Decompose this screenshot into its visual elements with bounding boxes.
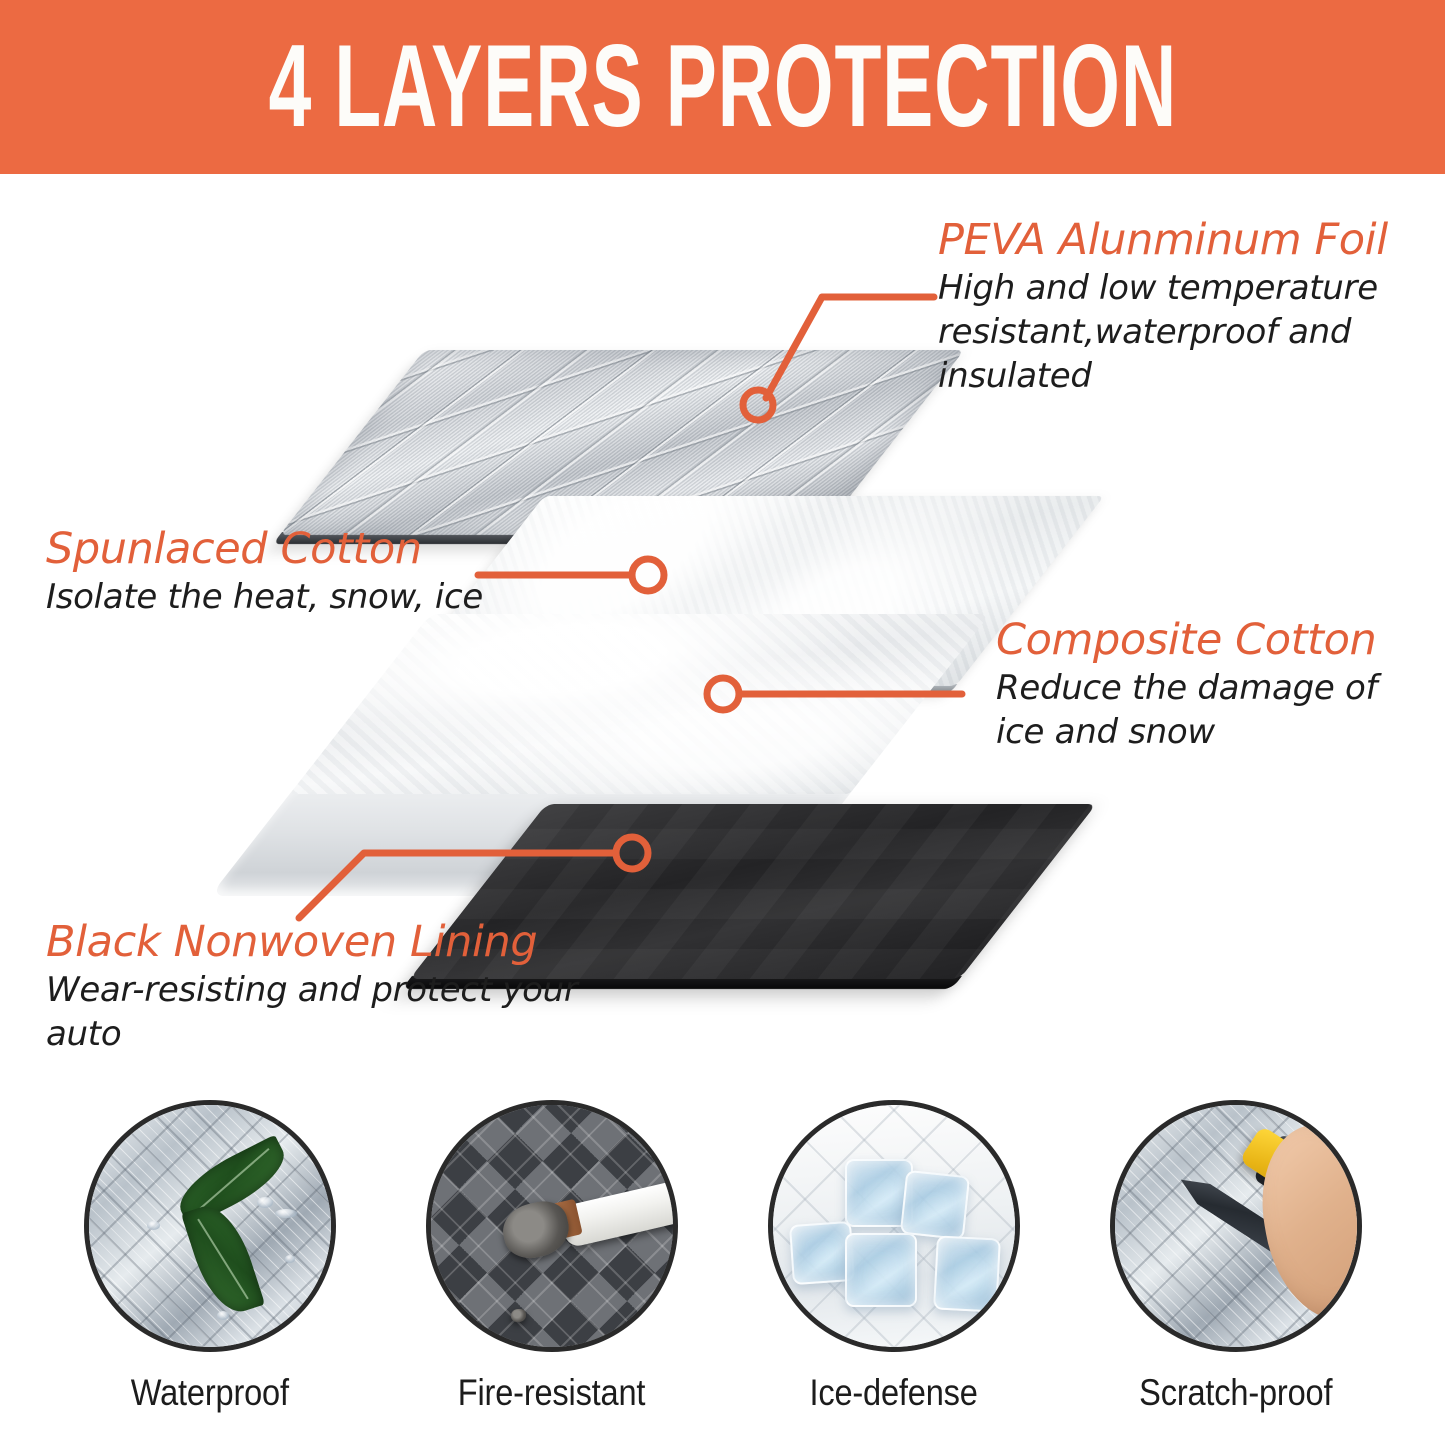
feature-item-fire-resistant: Fire-resistant bbox=[421, 1100, 683, 1445]
callout-body-spunlaced-cotton: Isolate the heat, snow, ice bbox=[46, 576, 484, 617]
feature-caption-ice-defense: Ice-defense bbox=[809, 1372, 978, 1413]
water-droplet-icon bbox=[274, 1209, 297, 1218]
feature-caption-fire-resistant: Fire-resistant bbox=[457, 1372, 646, 1413]
callout-label-black-nonwoven: Black Nonwoven Lining Wear-resisting and… bbox=[46, 920, 606, 1056]
feature-photo-ice-defense bbox=[767, 1100, 1020, 1352]
feature-caption-waterproof: Waterproof bbox=[130, 1372, 289, 1413]
feature-photo-scratch-proof bbox=[1109, 1100, 1362, 1352]
layer-slab-face bbox=[289, 614, 991, 794]
feature-item-ice-defense: Ice-defense bbox=[763, 1100, 1025, 1445]
water-droplet-icon bbox=[216, 1311, 229, 1320]
feature-photo-fire-resistant bbox=[425, 1100, 678, 1352]
callout-body-peva-foil: High and low temperature resistant,water… bbox=[938, 267, 1378, 397]
ice-cube-icon bbox=[844, 1233, 917, 1307]
feature-item-scratch-proof: Scratch-proof bbox=[1105, 1100, 1367, 1445]
water-droplet-icon bbox=[146, 1221, 160, 1230]
callout-title-composite-cotton: Composite Cotton bbox=[996, 615, 1377, 665]
feature-row: Waterproof Fire-resistant Ice-defense bbox=[0, 1100, 1445, 1445]
feature-photo-waterproof bbox=[83, 1100, 336, 1352]
ice-cube-icon bbox=[932, 1235, 1001, 1313]
callout-title-spunlaced-cotton: Spunlaced Cotton bbox=[46, 524, 422, 574]
callout-title-peva-foil: PEVA Alunminum Foil bbox=[938, 215, 1388, 265]
callout-body-black-nonwoven: Wear-resisting and protect your auto bbox=[46, 969, 578, 1054]
callout-label-composite-cotton: Composite Cotton Reduce the damage of ic… bbox=[996, 618, 1426, 754]
feature-item-waterproof: Waterproof bbox=[79, 1100, 341, 1445]
cigarette-ash-fleck bbox=[510, 1309, 526, 1322]
callout-body-composite-cotton: Reduce the damage of ice and snow bbox=[996, 667, 1378, 752]
callout-label-peva-foil: PEVA Alunminum Foil High and low tempera… bbox=[938, 218, 1445, 398]
water-droplet-icon bbox=[256, 1197, 273, 1208]
water-droplet-icon bbox=[284, 1255, 295, 1263]
callout-title-black-nonwoven: Black Nonwoven Lining bbox=[46, 917, 538, 967]
feature-caption-scratch-proof: Scratch-proof bbox=[1138, 1372, 1333, 1413]
layer-slab-composite-cotton bbox=[209, 614, 991, 896]
callout-label-spunlaced-cotton: Spunlaced Cotton Isolate the heat, snow,… bbox=[46, 527, 516, 619]
header-banner: 4 LAYERS PROTECTION bbox=[0, 0, 1445, 174]
ice-cube-icon bbox=[899, 1169, 970, 1241]
page-title: 4 LAYERS PROTECTION bbox=[268, 21, 1177, 152]
